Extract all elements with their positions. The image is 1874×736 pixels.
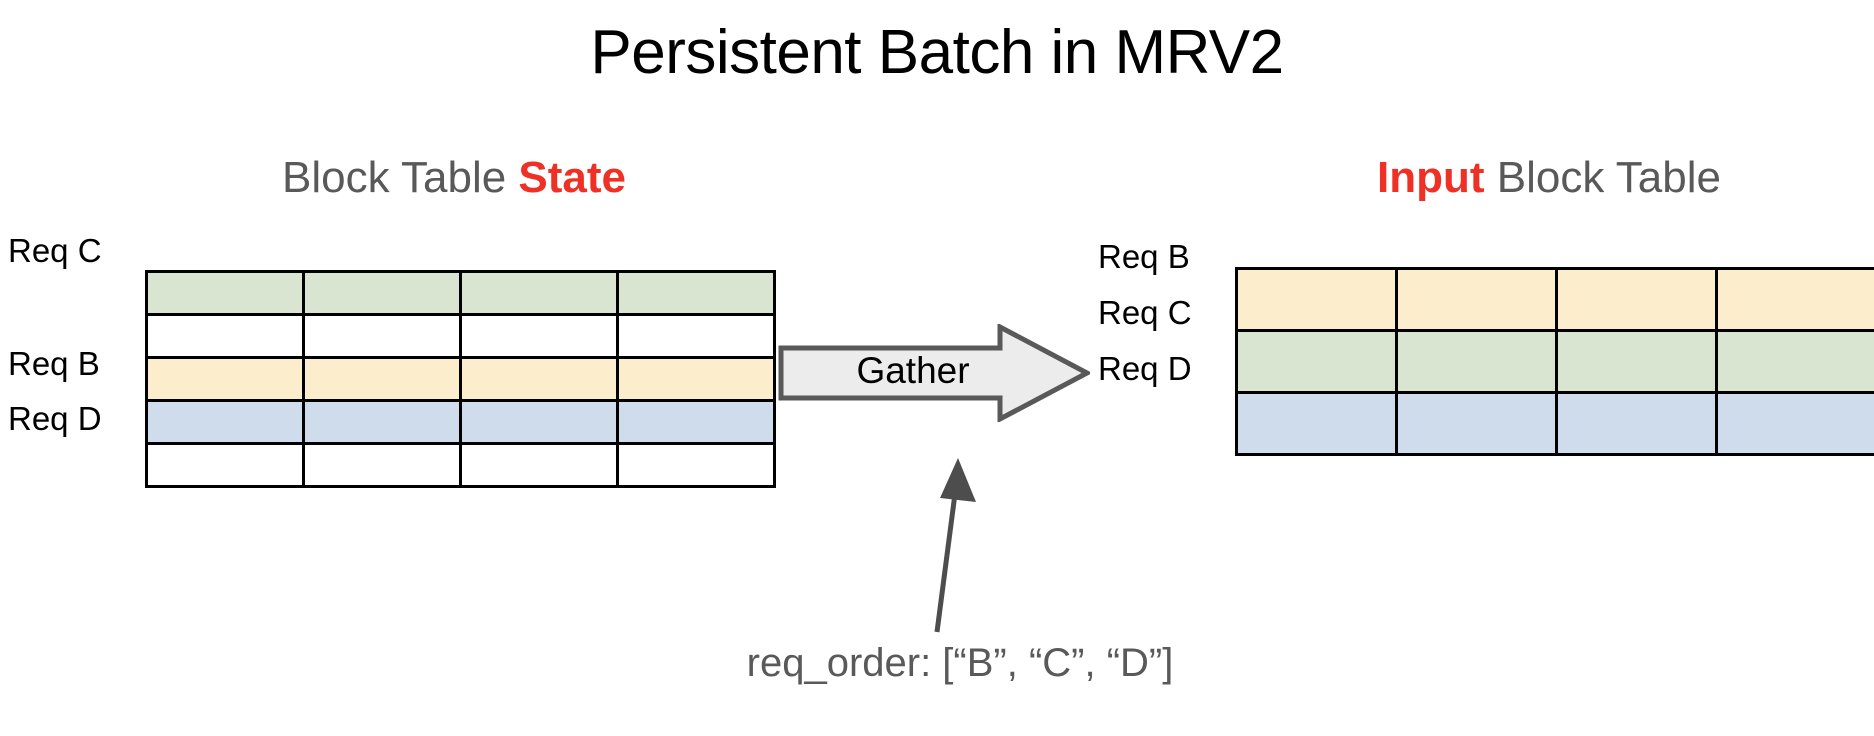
- block-cell[interactable]: [1235, 267, 1398, 332]
- block-cell[interactable]: [616, 442, 776, 488]
- block-cell[interactable]: [459, 442, 619, 488]
- block-cell[interactable]: [1235, 329, 1398, 394]
- right-heading-suffix: Block Table: [1484, 153, 1721, 202]
- block-cell[interactable]: [616, 356, 776, 402]
- block-cell[interactable]: [1395, 267, 1558, 332]
- table-row: [145, 313, 776, 359]
- page-title: Persistent Batch in MRV2: [590, 18, 1284, 87]
- block-cell[interactable]: [1715, 267, 1874, 332]
- block-cell[interactable]: [459, 399, 619, 445]
- block-cell[interactable]: [459, 270, 619, 316]
- block-cell[interactable]: [616, 399, 776, 445]
- right-row-label-req-b: Req B: [1098, 238, 1190, 275]
- table-row: [1235, 391, 1874, 456]
- table-row: [1235, 267, 1874, 332]
- block-cell[interactable]: [145, 313, 305, 359]
- table-row: [145, 270, 776, 316]
- block-table-state: [145, 270, 776, 488]
- block-cell[interactable]: [1555, 391, 1718, 456]
- block-cell[interactable]: [302, 270, 462, 316]
- req-order-caption: req_order: [“B”, “C”, “D”]: [746, 641, 1174, 685]
- block-cell[interactable]: [1235, 391, 1398, 456]
- left-heading-accent: State: [518, 153, 627, 202]
- right-row-label-req-c: Req C: [1098, 294, 1192, 331]
- block-cell[interactable]: [1715, 391, 1874, 456]
- block-cell[interactable]: [459, 356, 619, 402]
- block-cell[interactable]: [1555, 329, 1718, 394]
- block-arrow-right-icon: [778, 324, 1090, 422]
- input-block-table: [1235, 267, 1874, 456]
- left-row-label-req-d: Req D: [8, 400, 102, 437]
- right-panel-heading: Input Block Table: [1235, 150, 1863, 206]
- block-cell[interactable]: [1395, 329, 1558, 394]
- table-row: [145, 399, 776, 445]
- left-panel-heading: Block Table State: [145, 150, 763, 206]
- block-cell[interactable]: [302, 356, 462, 402]
- right-row-label-req-d: Req D: [1098, 350, 1192, 387]
- block-cell[interactable]: [616, 270, 776, 316]
- block-cell[interactable]: [1715, 329, 1874, 394]
- block-cell[interactable]: [302, 313, 462, 359]
- right-heading-accent: Input: [1377, 153, 1485, 202]
- block-cell[interactable]: [459, 313, 619, 359]
- thin-arrow-up-icon: [934, 458, 976, 633]
- left-row-label-req-c: Req C: [8, 232, 102, 269]
- block-cell[interactable]: [145, 356, 305, 402]
- block-cell[interactable]: [1555, 267, 1718, 332]
- table-row: [145, 356, 776, 402]
- left-heading-prefix: Block Table: [281, 153, 519, 202]
- block-cell[interactable]: [145, 270, 305, 316]
- left-row-label-req-b: Req B: [8, 345, 100, 382]
- block-cell[interactable]: [145, 399, 305, 445]
- table-row: [145, 442, 776, 488]
- block-cell[interactable]: [1395, 391, 1558, 456]
- block-cell[interactable]: [616, 313, 776, 359]
- block-cell[interactable]: [302, 442, 462, 488]
- block-cell[interactable]: [145, 442, 305, 488]
- block-cell[interactable]: [302, 399, 462, 445]
- table-row: [1235, 329, 1874, 394]
